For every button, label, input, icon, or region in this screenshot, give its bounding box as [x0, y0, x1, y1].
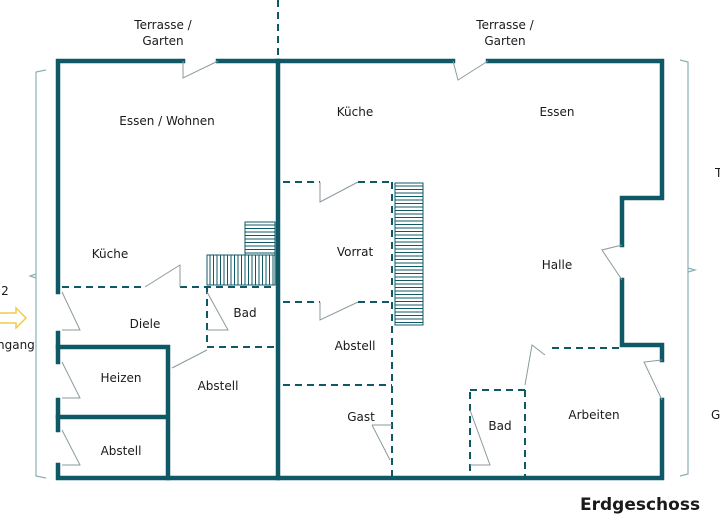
room-gast: Gast	[347, 410, 375, 424]
room-essen: Essen	[539, 105, 574, 119]
partitions	[62, 181, 622, 478]
entrance-label: ngang	[0, 338, 35, 352]
left-dimension-brace	[28, 69, 47, 479]
right-top-label: T	[714, 166, 720, 180]
terrace-right-label-2: Garten	[484, 34, 525, 48]
walls	[55, 58, 665, 481]
entrance-arrow-icon	[0, 306, 28, 330]
terrace-left-label-2: Garten	[142, 34, 183, 48]
room-bad-right: Bad	[488, 419, 511, 433]
room-vorrat: Vorrat	[337, 245, 374, 259]
room-abstell-small: Abstell	[101, 444, 142, 458]
terrace-right-label: Terrasse /	[475, 18, 534, 32]
floor-title: Erdgeschoss	[580, 495, 700, 515]
room-abstell-right: Abstell	[335, 339, 376, 353]
right-bottom-label: G	[711, 408, 720, 422]
room-bad-left: Bad	[233, 306, 256, 320]
stairs-right	[394, 182, 424, 326]
room-heizen: Heizen	[100, 371, 141, 385]
room-essen-wohnen: Essen / Wohnen	[119, 114, 214, 128]
room-kueche-right: Küche	[337, 105, 373, 119]
stairs-left	[206, 221, 276, 286]
terrace-left-label: Terrasse /	[133, 18, 192, 32]
room-arbeiten: Arbeiten	[568, 408, 619, 422]
room-kueche-left: Küche	[92, 247, 128, 261]
left-number: 2	[1, 284, 9, 298]
room-halle: Halle	[542, 258, 572, 272]
right-dimension-brace	[679, 59, 698, 477]
door-swings	[61, 60, 663, 466]
room-diele: Diele	[130, 317, 161, 331]
room-abstell-mid: Abstell	[198, 379, 239, 393]
